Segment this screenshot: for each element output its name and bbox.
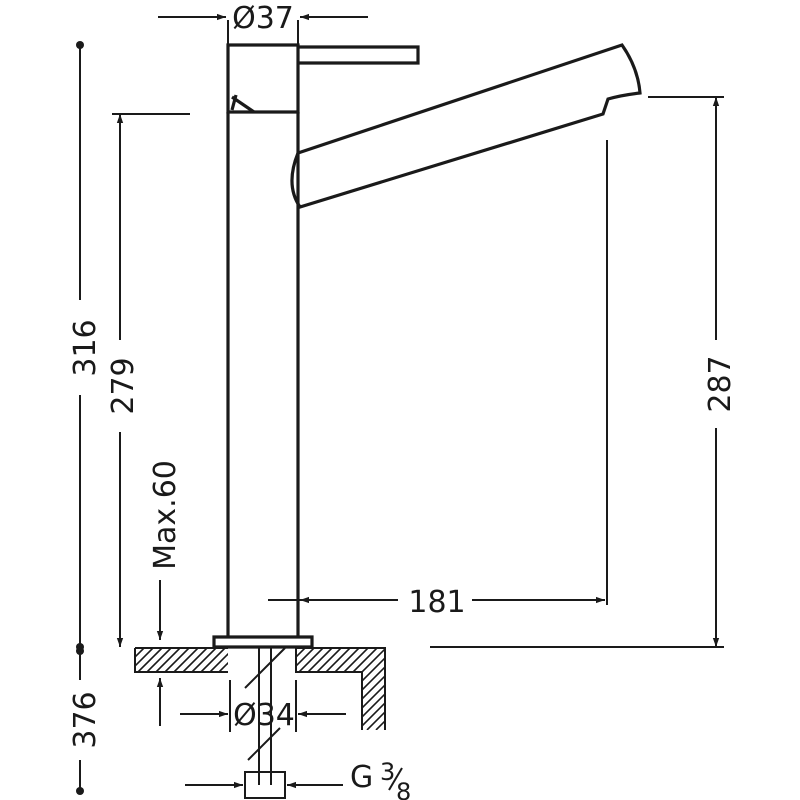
hatch-line: [403, 648, 485, 730]
hatch-line: [312, 648, 385, 730]
hatch-line: [375, 648, 385, 730]
label-thread-num: 3: [380, 758, 395, 786]
hatch-line: [227, 648, 228, 672]
hatch-line: [200, 648, 226, 672]
label-total-height: 316: [68, 319, 103, 376]
label-spout-reach: 181: [408, 585, 465, 620]
dim-below-deck: 376: [68, 647, 103, 795]
hose-break-mark: [244, 647, 286, 761]
hatch-line: [448, 648, 530, 730]
hatch-line: [237, 648, 261, 672]
cartridge-wedge: [230, 94, 255, 114]
countertop-section: [134, 647, 548, 730]
hatch-line: [296, 648, 369, 730]
hatch-line: [457, 648, 539, 730]
label-base-diameter: Ø34: [233, 698, 295, 733]
hatch-line: [296, 648, 315, 730]
label-body-height: 279: [106, 357, 141, 414]
hatch-line: [439, 648, 521, 730]
dim-top-diameter: Ø37: [158, 1, 368, 45]
hatch-line: [137, 648, 163, 672]
hatch-line: [182, 648, 208, 672]
hatch-line: [296, 648, 333, 730]
hatch-line: [430, 648, 512, 730]
hatch-line: [296, 648, 324, 730]
label-below-deck: 376: [68, 691, 103, 748]
hatch-line: [296, 648, 378, 730]
base-plate: [212, 635, 314, 649]
thread-fitting: [244, 771, 286, 799]
hatch-line: [421, 648, 503, 730]
hatch-line: [466, 648, 548, 730]
hatch-line: [218, 648, 228, 672]
hose-lines: [258, 648, 272, 785]
spout: [290, 43, 642, 209]
hatch-line: [303, 648, 385, 730]
dim-total-height: 316: [68, 41, 103, 651]
hatch-line: [146, 648, 172, 672]
hatch-line: [339, 648, 385, 730]
dim-spout-height: 287: [430, 96, 738, 648]
main-column: [226, 112, 300, 637]
dim-base-diameter: Ø34: [180, 680, 346, 733]
hatch-line: [209, 648, 228, 672]
hatch-line: [412, 648, 494, 730]
hatch-line: [135, 648, 145, 672]
label-thread: G: [350, 760, 373, 795]
dimensions: 316 279 Max.60 376 Ø3: [68, 1, 738, 800]
hatch-line: [173, 648, 199, 672]
hatch-line: [155, 648, 181, 672]
hatch-line: [394, 648, 476, 730]
hatch-line: [191, 648, 217, 672]
supply-connection: [244, 647, 286, 799]
label-spout-height: 287: [703, 355, 738, 412]
dim-deck-max: Max.60: [148, 460, 183, 726]
hatch-line: [357, 648, 385, 730]
hatch-line: [384, 648, 385, 730]
lever: [298, 45, 420, 65]
dim-body-height: 279: [106, 113, 190, 647]
label-top-diameter: Ø37: [232, 1, 294, 36]
hatch-line: [135, 648, 154, 672]
hatch-line: [164, 648, 190, 672]
faucet-body: [212, 43, 642, 649]
dim-spout-reach: 181: [268, 140, 608, 620]
hatch-line: [330, 648, 385, 730]
label-deck-max: Max.60: [148, 460, 183, 570]
hatch-line: [366, 648, 385, 730]
hatch-line: [348, 648, 385, 730]
label-thread-den: 8: [396, 778, 411, 800]
dim-thread: G 3 8: [185, 758, 411, 800]
hatch-line: [135, 648, 136, 672]
